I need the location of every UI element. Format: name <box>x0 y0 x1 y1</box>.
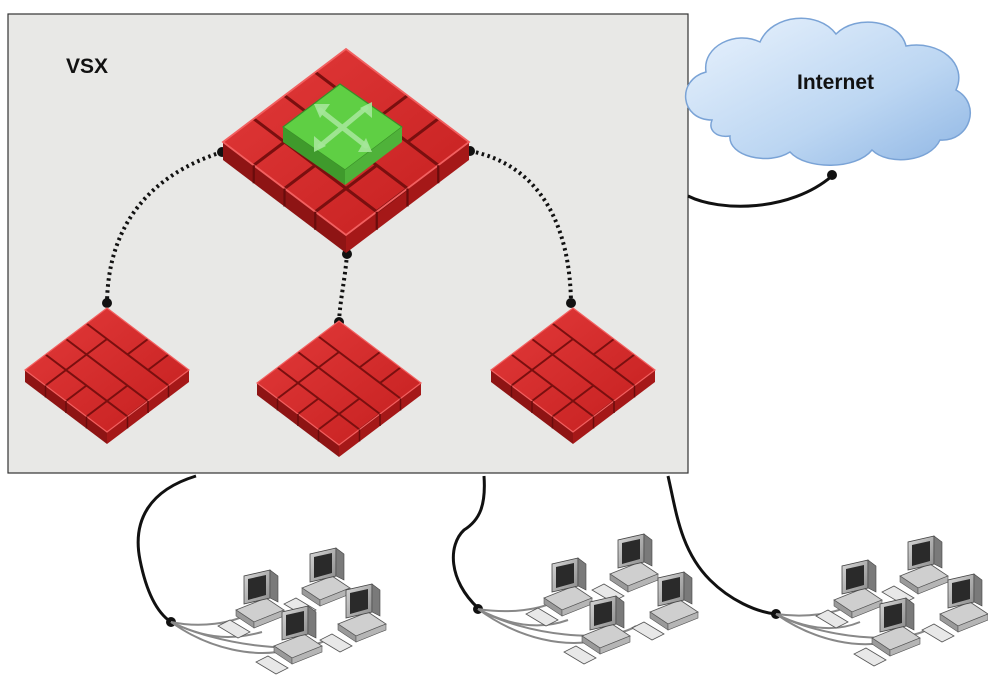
lan-link-right <box>666 475 777 616</box>
internet-cloud: Internet <box>684 17 971 166</box>
vsx-label: VSX <box>66 55 108 78</box>
virtual-switch-icon <box>281 83 404 185</box>
lan-link-left <box>136 474 197 624</box>
internet-link <box>687 174 833 208</box>
internet-link-endpoint <box>827 170 837 180</box>
link-dot <box>566 298 576 308</box>
virtual-link-center <box>337 253 349 323</box>
workstation-group-right <box>775 535 988 667</box>
lan-link-center <box>451 475 486 610</box>
workstation-group-center <box>477 533 699 665</box>
link-dot <box>102 298 112 308</box>
virtual-link-right <box>469 149 573 304</box>
internet-label: Internet <box>797 71 874 94</box>
workstation-group-left <box>170 547 387 675</box>
